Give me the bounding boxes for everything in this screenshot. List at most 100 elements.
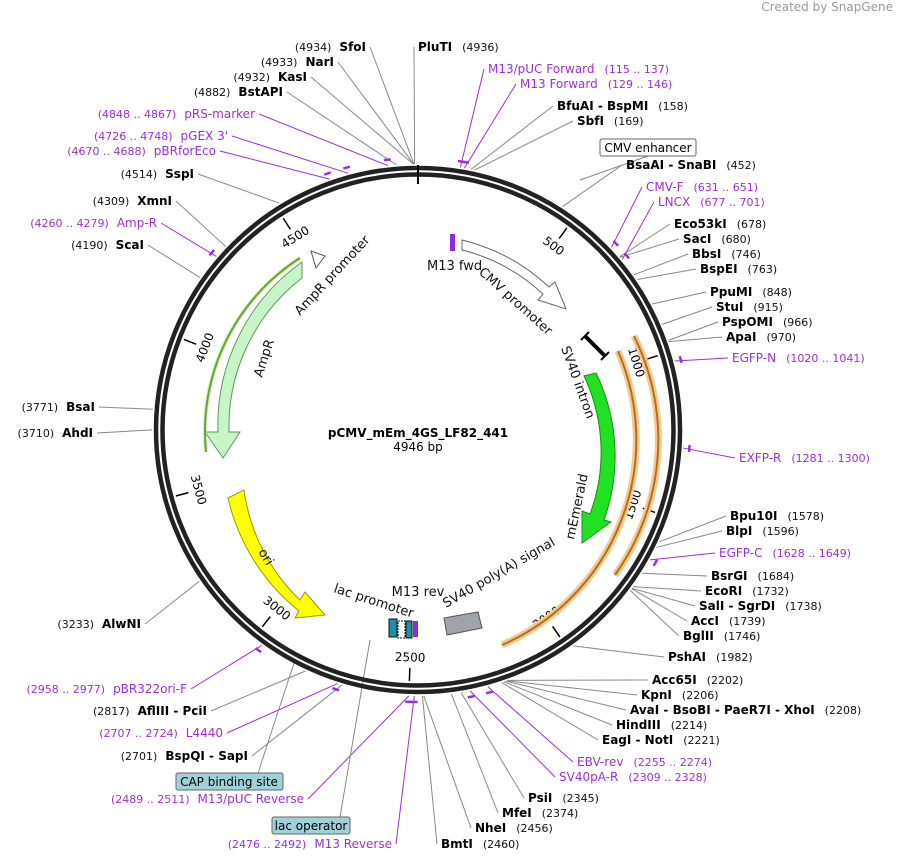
primer-label[interactable]: (4848 .. 4867)pRS-marker xyxy=(98,107,255,121)
primer-leader xyxy=(469,690,556,778)
primer-arrow-mark xyxy=(623,252,630,260)
restriction-site-label[interactable]: BmtI(2460) xyxy=(441,837,519,851)
restriction-site-label[interactable]: (3771)BsaI xyxy=(22,400,95,414)
primer-label[interactable]: (4670 .. 4688)pBRforEco xyxy=(67,144,216,158)
restriction-site-label[interactable]: BglII(1746) xyxy=(683,629,760,643)
restriction-site-label[interactable]: KpnI(2206) xyxy=(641,688,718,702)
primer-label[interactable]: (2707 .. 2724)L4440 xyxy=(99,726,223,740)
restriction-site-label[interactable]: StuI(915) xyxy=(716,300,783,314)
site-leader xyxy=(210,670,306,712)
primer-label[interactable]: (2476 .. 2492)M13 Reverse xyxy=(228,837,392,851)
cmv-promoter-arrow[interactable] xyxy=(461,239,567,310)
scale-tick xyxy=(261,616,271,628)
memerald-arrow[interactable] xyxy=(581,372,616,544)
restriction-site-label[interactable]: (4514)SspI xyxy=(121,167,194,181)
site-leader xyxy=(620,238,680,258)
restriction-site-label[interactable]: AccI(1739) xyxy=(691,614,766,628)
primer-leader xyxy=(190,644,263,690)
restriction-site-label[interactable]: (2701)BspQI - SapI xyxy=(121,749,248,763)
restriction-site-label[interactable]: PpuMI(848) xyxy=(710,285,792,299)
restriction-site-label[interactable]: HindIII(2214) xyxy=(616,718,707,732)
primer-label[interactable]: M13/pUC Forward(115 .. 137) xyxy=(488,62,669,76)
restriction-site-label[interactable]: (4190)ScaI xyxy=(71,238,144,252)
primer-label[interactable]: EBV-rev(2255 .. 2274) xyxy=(577,755,712,769)
site-leader xyxy=(652,291,707,305)
restriction-site-label[interactable]: BfuAI - BspMI(158) xyxy=(557,99,688,113)
restriction-site-label[interactable]: (3233)AlwNI xyxy=(57,617,141,631)
restriction-site-label[interactable]: BsrGI(1684) xyxy=(711,569,794,583)
primer-label[interactable]: LNCX(677 .. 701) xyxy=(658,195,765,209)
ampr-arrow[interactable] xyxy=(204,261,303,459)
site-leader xyxy=(286,91,397,166)
restriction-site-label[interactable]: BlpI(1596) xyxy=(726,524,799,538)
lac-promoter-mark xyxy=(397,620,406,639)
restriction-site-label[interactable]: BsaAI - SnaBI(452) xyxy=(626,158,756,172)
cap-binding-site-box[interactable]: CAP binding site xyxy=(175,772,284,791)
restriction-site-label[interactable]: BspEI(763) xyxy=(700,262,777,276)
restriction-site-label[interactable]: Eco53kI(678) xyxy=(674,217,766,231)
site-leader xyxy=(632,586,702,592)
sv40-polya-block[interactable] xyxy=(443,611,483,636)
restriction-site-label[interactable]: AvaI - BsoBI - PaeR7I - XhoI(2208) xyxy=(630,703,861,717)
primer-label[interactable]: EXFP-R(1281 .. 1300) xyxy=(739,451,870,465)
restriction-site-label[interactable]: (4934)SfoI xyxy=(295,40,366,54)
restriction-site-label[interactable]: Acc65I(2202) xyxy=(652,673,743,687)
restriction-site-label[interactable]: PsiI(2345) xyxy=(528,791,599,805)
restriction-site-label[interactable]: ApaI(970) xyxy=(726,330,796,344)
primer-leader xyxy=(160,222,217,257)
primer-label[interactable]: (4260 .. 4279)Amp-R xyxy=(30,216,157,230)
primer-label[interactable]: SV40pA-R(2309 .. 2328) xyxy=(559,770,707,784)
ampr-label: AmpR xyxy=(252,338,278,380)
primer-label[interactable]: (4726 .. 4748)pGEX 3' xyxy=(94,129,228,143)
restriction-site-label[interactable]: PluTI(4936) xyxy=(418,40,499,54)
restriction-site-label[interactable]: (2817)AflIII - PciI xyxy=(93,704,207,718)
primer-leader xyxy=(395,695,415,845)
primer-label[interactable]: M13 Forward(129 .. 146) xyxy=(520,77,672,91)
site-leader xyxy=(197,173,280,204)
site-leader xyxy=(147,244,201,278)
site-leader xyxy=(144,580,200,625)
primer-label[interactable]: (2958 .. 2977)pBR322ori-F xyxy=(27,682,188,696)
primer-arrow-mark xyxy=(342,165,351,170)
restriction-site-label[interactable]: SalI - SgrDI(1738) xyxy=(699,599,822,613)
restriction-site-label[interactable]: EcoRI(1732) xyxy=(705,584,789,598)
primer-label[interactable]: EGFP-C(1628 .. 1649) xyxy=(719,546,851,560)
primer-arrow-mark xyxy=(383,158,391,162)
m13-fwd-mark xyxy=(450,234,455,251)
restriction-site-label[interactable]: (4309)XmnI xyxy=(93,194,172,208)
site-leader xyxy=(503,681,613,726)
ori-arrow[interactable] xyxy=(227,489,327,619)
primer-arrow-mark xyxy=(485,690,494,695)
restriction-site-label[interactable]: Bpu10I(1578) xyxy=(730,509,824,523)
site-leader xyxy=(98,406,153,410)
restriction-site-label[interactable]: MfeI(2374) xyxy=(502,806,578,820)
restriction-site-label[interactable]: PspOMI(966) xyxy=(722,315,813,329)
restriction-site-label[interactable]: SbfI(169) xyxy=(577,114,644,128)
ampr-promoter-arrow[interactable] xyxy=(310,250,326,270)
site-leader xyxy=(421,695,438,845)
left-site-labels: (4934)SfoI(4933)NarI(4932)KasI(4882)BstA… xyxy=(18,40,392,851)
restriction-site-label[interactable]: (3710)AhdI xyxy=(18,426,93,440)
primer-label[interactable]: EGFP-N(1020 .. 1041) xyxy=(732,351,865,365)
restriction-site-label[interactable]: (4932)KasI xyxy=(233,70,307,84)
primer-leader xyxy=(683,447,736,459)
restriction-site-label[interactable]: BbsI(746) xyxy=(692,247,761,261)
m13-rev-mark xyxy=(413,621,418,637)
cmv-enhancer-box[interactable]: CMV enhancer xyxy=(599,138,697,157)
restriction-site-label[interactable]: (4933)NarI xyxy=(261,55,334,69)
restriction-site-label[interactable]: PshAI(1982) xyxy=(668,650,753,664)
scale-tick xyxy=(558,227,568,239)
primer-label[interactable]: CMV-F(631 .. 651) xyxy=(646,180,758,194)
primer-label[interactable]: (2489 .. 2511)M13/pUC Reverse xyxy=(111,792,304,806)
sv40-polya-label: SV40 poly(A) signal xyxy=(441,535,558,611)
lac-operator-box[interactable]: lac operator xyxy=(271,816,351,835)
scale-tick-label: 4000 xyxy=(193,331,217,365)
primer-leader xyxy=(650,552,716,561)
restriction-site-label[interactable]: SacI(680) xyxy=(683,232,751,246)
restriction-site-label[interactable]: NheI(2456) xyxy=(475,821,553,835)
restriction-site-label[interactable]: EagI - NotI(2221) xyxy=(602,733,720,747)
primer-leader xyxy=(307,695,410,800)
restriction-site-label[interactable]: (4882)BstAPI xyxy=(194,85,283,99)
site-leader xyxy=(501,682,599,741)
